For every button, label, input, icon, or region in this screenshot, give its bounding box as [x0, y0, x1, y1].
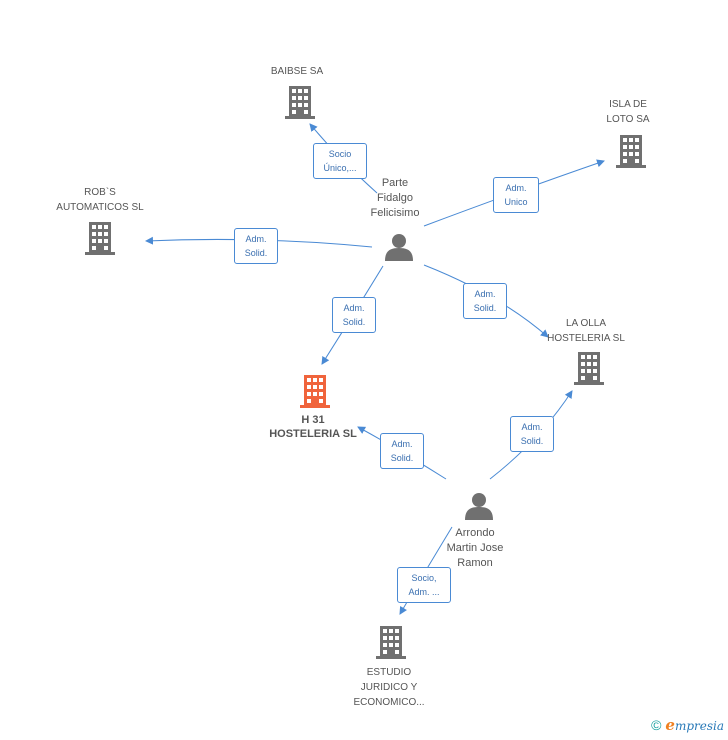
building-icon[interactable]: [616, 135, 646, 168]
building-icon[interactable]: [574, 352, 604, 385]
node-label-arrondo[interactable]: Arrondo Martin Jose Ramon: [446, 527, 504, 569]
node-label-robs[interactable]: ROB`S AUTOMATICOS SL: [56, 187, 144, 213]
edge-label-arrondo-estudio: Socio, Adm. ...: [397, 567, 451, 603]
edge-label-parte-baibse: Socio Único,...: [313, 143, 367, 179]
edge-label-arrondo-laolla: Adm. Solid.: [510, 416, 554, 452]
node-label-isla-de-loto[interactable]: ISLA DE LOTO SA: [606, 99, 650, 125]
edge-label-arrondo-h31: Adm. Solid.: [380, 433, 424, 469]
person-icon[interactable]: [465, 493, 493, 520]
building-icon[interactable]: [376, 626, 406, 659]
node-label-baibse[interactable]: BAIBSE SA: [270, 66, 324, 77]
edge-label-parte-h31: Adm. Solid.: [332, 297, 376, 333]
building-icon[interactable]: [85, 222, 115, 255]
copyright-icon: ©: [651, 717, 662, 733]
footer-credit: ©empresia: [651, 716, 724, 734]
building-icon-highlighted[interactable]: [300, 375, 330, 408]
edge-label-parte-robs: Adm. Solid.: [234, 228, 278, 264]
node-label-parte-fidalgo[interactable]: Parte Fidalgo Felicisimo: [370, 177, 420, 219]
edge-label-parte-isla: Adm. Unico: [493, 177, 539, 213]
building-icon[interactable]: [285, 86, 315, 119]
node-label-h31[interactable]: H 31 HOSTELERIA SL: [269, 414, 357, 440]
brand-logo[interactable]: empresia: [665, 716, 724, 734]
node-label-la-olla[interactable]: LA OLLA HOSTELERIA SL: [547, 318, 625, 344]
node-label-estudio[interactable]: ESTUDIO JURIDICO Y ECONOMICO...: [353, 667, 425, 708]
person-icon[interactable]: [385, 234, 413, 261]
edge-label-parte-laolla: Adm. Solid.: [463, 283, 507, 319]
